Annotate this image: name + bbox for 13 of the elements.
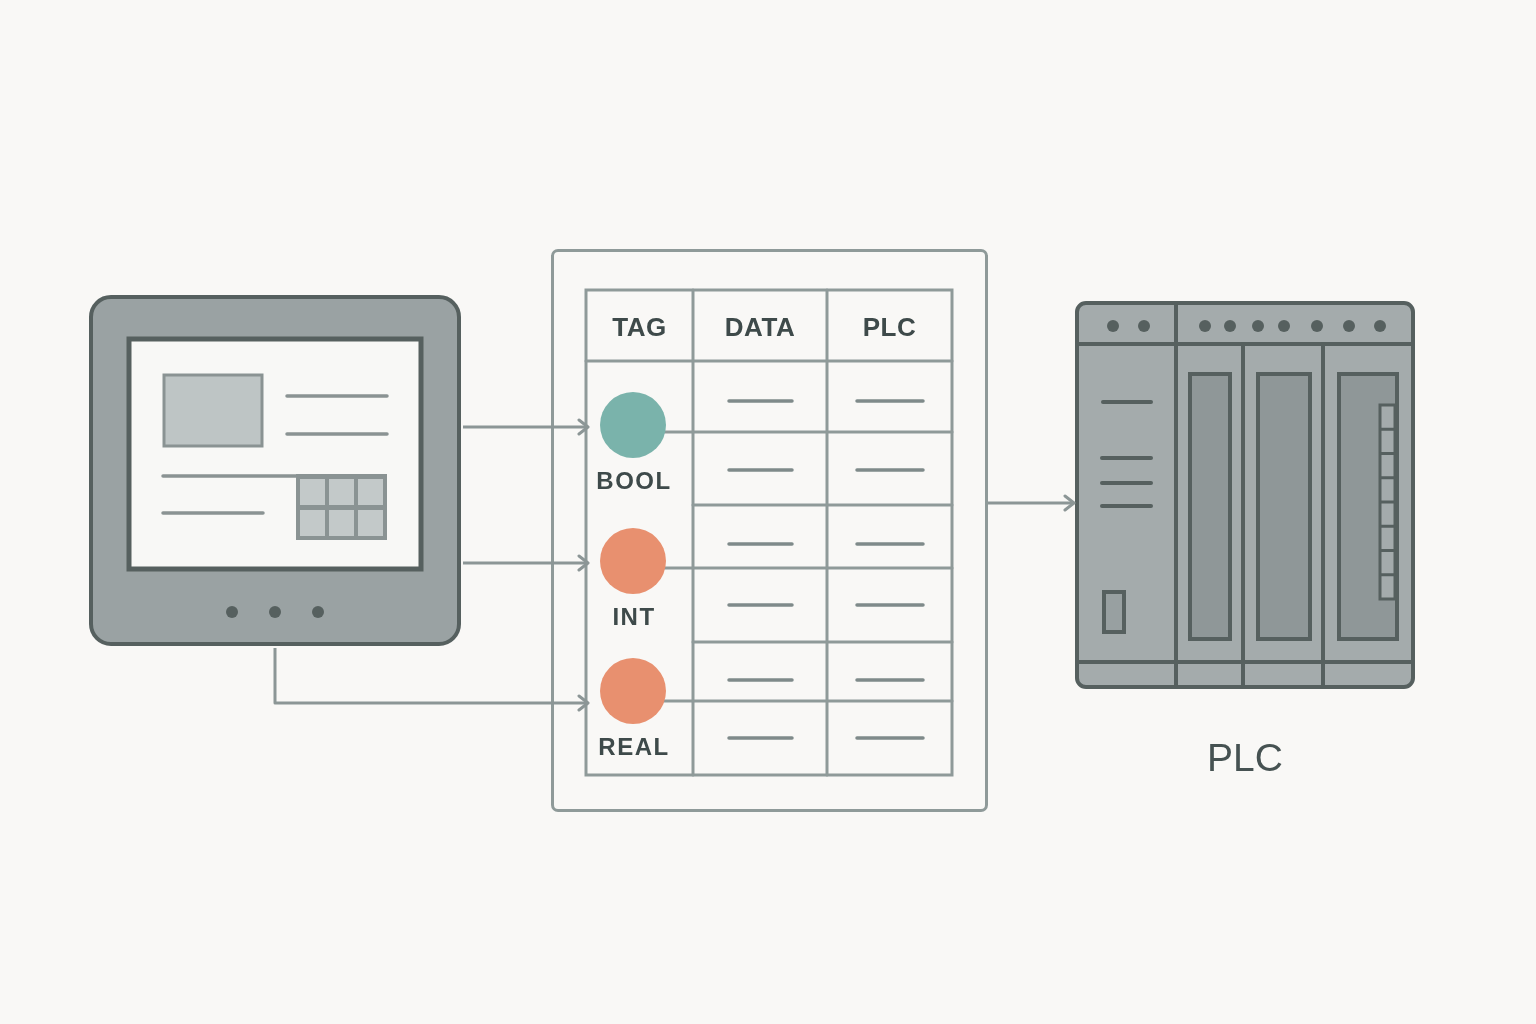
data-type-label: BOOL [596,469,672,493]
arrow [273,648,590,712]
arrow [463,554,590,572]
touch-panel-drawing [87,293,463,648]
column-header: PLC [862,314,917,340]
data-type-label: REAL [598,735,670,759]
arrow [463,418,590,436]
column-header: DATA [724,314,796,340]
column-header: TAG [612,314,667,340]
data-type-label: INT [612,605,656,629]
tag-table-panel [551,249,988,812]
device-label: PLC [1207,738,1283,777]
arrow [988,494,1076,512]
